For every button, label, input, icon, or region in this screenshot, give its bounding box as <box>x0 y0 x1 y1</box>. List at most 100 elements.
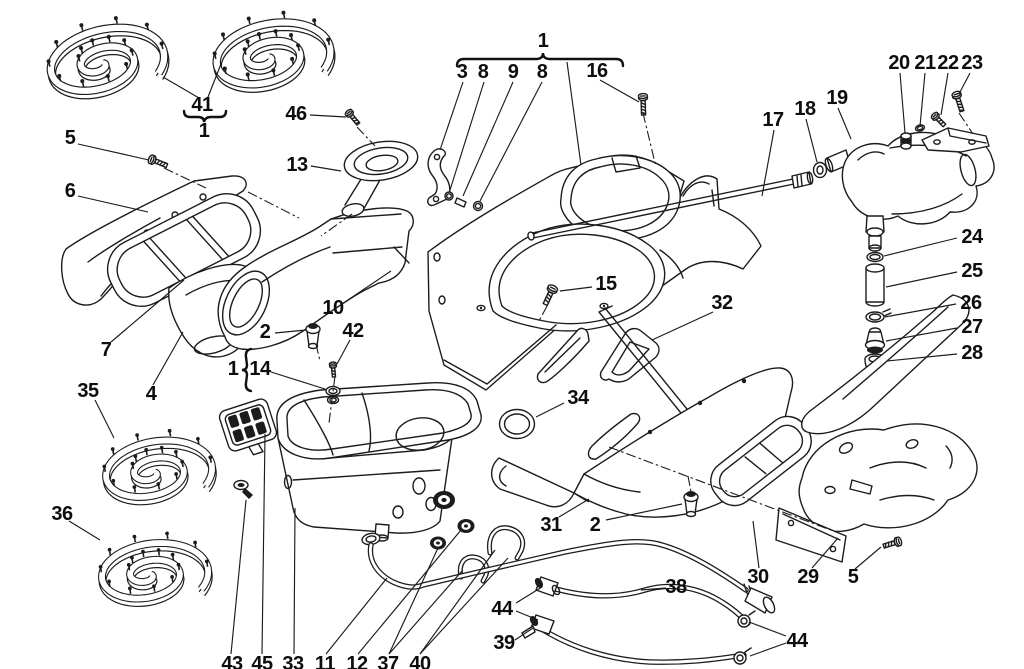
part-hose-lower <box>537 625 747 665</box>
part-callout-3: 3 <box>456 61 468 83</box>
part-callout-9: 9 <box>507 61 519 83</box>
grommet-large <box>433 491 455 509</box>
part-callout-30: 30 <box>747 566 769 588</box>
screw-23 <box>951 90 965 113</box>
part-callout-31: 31 <box>540 514 562 536</box>
part-clip-fastener <box>233 479 253 499</box>
part-callout-22: 22 <box>937 52 959 74</box>
part-callout-17: 17 <box>762 109 784 131</box>
part-callout-39: 39 <box>493 632 515 654</box>
screw-5-top-left <box>147 154 169 169</box>
part-bracket-22 <box>921 127 990 153</box>
part-callout-12: 12 <box>346 653 368 669</box>
part-callout-35: 35 <box>77 380 99 402</box>
part-callout-38: 38 <box>665 576 687 598</box>
part-link-rod-17 <box>527 171 814 241</box>
assembly-bracket-glyphs <box>182 52 625 393</box>
screw-42 <box>328 361 338 378</box>
part-callout-32: 32 <box>711 292 733 314</box>
part-callout-16: 16 <box>586 60 608 82</box>
part-callout-7: 7 <box>100 339 112 361</box>
part-callout-36: 36 <box>51 503 73 525</box>
part-callout-25: 25 <box>961 260 983 282</box>
part-callout-14: 14 <box>249 358 271 380</box>
part-callout-28: 28 <box>961 342 983 364</box>
part-grille-insert <box>218 398 278 456</box>
part-side-rail <box>801 294 970 435</box>
rubber-mount-2a <box>305 323 321 350</box>
assembly-centerlines <box>163 112 974 533</box>
part-spiral-35 <box>102 428 217 506</box>
part-callout-1: 1 <box>537 30 549 52</box>
part-breather-hose-upper <box>361 532 776 614</box>
part-callout-11: 11 <box>314 653 336 669</box>
part-callout-42: 42 <box>342 320 364 342</box>
part-hose-38 <box>549 583 751 626</box>
leader-lines <box>68 61 971 657</box>
part-callout-44: 44 <box>491 598 513 620</box>
part-hose-tube-25 <box>864 251 892 374</box>
part-callout-10: 10 <box>322 297 344 319</box>
hardware-group <box>147 90 965 584</box>
part-callout-20: 20 <box>888 52 910 74</box>
part-callout-40: 40 <box>409 653 431 669</box>
part-callout-26: 26 <box>960 292 982 314</box>
part-callout-45: 45 <box>251 653 273 669</box>
screw-5-bottom-right <box>882 536 903 549</box>
part-callout-8: 8 <box>536 61 548 83</box>
washer-21 <box>914 124 926 132</box>
part-callout-8: 8 <box>477 61 489 83</box>
rubber-mount-2b <box>683 491 699 518</box>
part-intake-duct-10 <box>217 207 414 351</box>
part-nozzle-39 <box>521 614 555 639</box>
screw-46 <box>344 108 361 126</box>
part-callout-21: 21 <box>914 52 936 74</box>
part-callout-33: 33 <box>282 653 304 669</box>
part-bracket-3 <box>427 148 451 207</box>
part-callout-4: 4 <box>145 383 157 405</box>
part-airbox-bottom <box>276 382 482 542</box>
nut-8b <box>472 200 484 212</box>
stud-9 <box>454 197 467 208</box>
part-air-funnel-13 <box>341 140 419 217</box>
part-callout-18: 18 <box>794 98 816 120</box>
screw-16 <box>637 92 649 116</box>
part-clamp-44-right-upper <box>737 610 756 628</box>
grommet-medium <box>457 519 475 533</box>
part-callout-15: 15 <box>595 273 617 295</box>
part-callout-37: 37 <box>377 653 399 669</box>
part-callout-19: 19 <box>826 87 848 109</box>
part-callout-5: 5 <box>64 127 76 149</box>
part-callout-43: 43 <box>221 653 243 669</box>
part-callout-44: 44 <box>786 630 808 652</box>
part-gasket-ring-34 <box>498 408 536 440</box>
part-clamp-44-right-lower <box>733 647 752 665</box>
part-grommet-20 <box>900 132 912 150</box>
part-spiral-41-left <box>46 16 170 100</box>
spiral-gaskets-group <box>46 10 336 607</box>
part-callout-1: 1 <box>227 358 239 380</box>
part-heat-shield-29 <box>798 423 978 533</box>
washer-8a <box>444 191 454 201</box>
screw-15 <box>542 284 559 307</box>
part-callout-24: 24 <box>961 226 983 248</box>
part-callout-34: 34 <box>567 387 589 409</box>
part-spiral-41-right <box>212 10 336 93</box>
part-duct-trim-32 <box>599 327 660 383</box>
part-callout-46: 46 <box>285 103 307 125</box>
bolt-22 <box>930 111 947 128</box>
part-callout-27: 27 <box>961 316 983 338</box>
part-callout-2: 2 <box>259 321 271 343</box>
part-callout-23: 23 <box>961 52 983 74</box>
part-spiral-36 <box>98 531 213 607</box>
part-callout-2: 2 <box>589 514 601 536</box>
u-pipe-large <box>486 525 526 561</box>
part-callout-29: 29 <box>797 566 819 588</box>
part-callout-13: 13 <box>286 154 308 176</box>
grommet-small <box>430 536 446 550</box>
part-tank-cover-1 <box>427 154 762 391</box>
part-callout-6: 6 <box>64 180 76 202</box>
part-callout-5: 5 <box>847 566 859 588</box>
